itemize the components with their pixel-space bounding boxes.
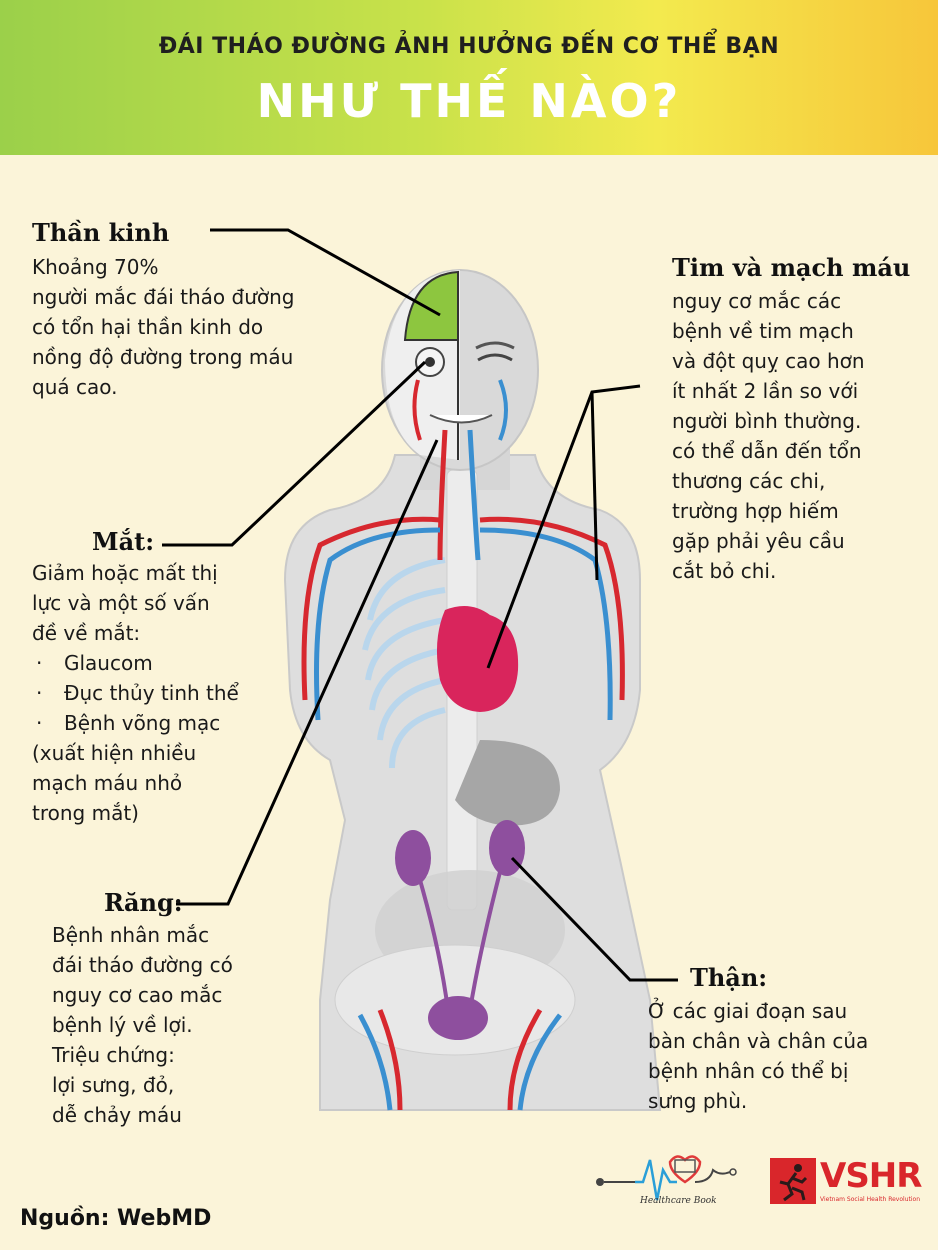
teeth-line: Triệu chứng: xyxy=(52,1043,175,1067)
right-eye xyxy=(477,353,513,362)
heart-line: ít nhất 2 lần so với xyxy=(672,379,859,403)
stomach xyxy=(455,740,560,826)
eyes-line: đề về mắt: xyxy=(32,621,141,645)
teeth-line: bệnh lý về lợi. xyxy=(52,1013,193,1037)
eyes-text: Giảm hoặc mất thị lực và một số vấn đề v… xyxy=(32,558,239,828)
teeth-text: Bệnh nhân mắc đái tháo đường có nguy cơ … xyxy=(52,920,233,1130)
book-icon xyxy=(674,1159,696,1173)
ribcage xyxy=(362,557,446,769)
kidney-line: bàn chân và chân của xyxy=(648,1029,869,1053)
heart-line: bệnh về tim mạch xyxy=(672,319,854,343)
nerves-title: Thần kinh xyxy=(32,218,170,247)
eyes-bullet: ·Bệnh võng mạc xyxy=(36,711,221,735)
runner-icon xyxy=(770,1158,816,1204)
eyes-line: mạch máu nhỏ xyxy=(32,771,183,795)
heart-line: trường hợp hiếm xyxy=(672,499,839,523)
teeth-line: đái tháo đường có xyxy=(52,953,233,977)
nerves-line: người mắc đái tháo đường xyxy=(32,285,295,309)
eyes-line: Giảm hoặc mất thị xyxy=(32,561,218,585)
eyes-title: Mắt: xyxy=(92,527,155,556)
teeth-line: lợi sưng, đỏ, xyxy=(52,1073,175,1097)
heart-line: gặp phải yêu cầu xyxy=(672,529,845,553)
eyes-line: (xuất hiện nhiều xyxy=(32,741,197,765)
healthcare-book-logo xyxy=(596,1155,737,1201)
nerves-line: có tổn hại thần kinh do xyxy=(32,315,264,339)
heart-text: nguy cơ mắc các bệnh về tim mạch và đột … xyxy=(672,286,865,586)
kidney-text: Ở các giai đoạn sau bàn chân và chân của… xyxy=(648,996,868,1116)
source-credit: Nguồn: WebMD xyxy=(20,1206,212,1231)
healthcare-book-text: Healthcare Book xyxy=(640,1196,717,1206)
nerves-line: Khoảng 70% xyxy=(32,255,159,279)
heart-line: và đột quỵ cao hơn xyxy=(672,349,865,373)
eyes-line: lực và một số vấn xyxy=(32,591,210,615)
eyes-bullet: ·Glaucom xyxy=(36,651,153,675)
heart xyxy=(436,606,519,712)
teeth-line: nguy cơ cao mắc xyxy=(52,983,223,1007)
heart-line: nguy cơ mắc các xyxy=(672,289,842,313)
mouth xyxy=(429,414,493,424)
heart-line: có thể dẫn đến tổn xyxy=(672,439,862,463)
heart-icon xyxy=(668,1155,702,1184)
kidney-line: bệnh nhân có thể bị xyxy=(648,1059,849,1083)
nerves-line: nồng độ đường trong máu xyxy=(32,345,294,369)
teeth-line: Bệnh nhân mắc xyxy=(52,923,210,947)
nerves-text: Khoảng 70% người mắc đái tháo đường có t… xyxy=(32,252,295,402)
brain xyxy=(403,270,459,341)
eyes-line: trong mắt) xyxy=(32,801,139,825)
left-kidney xyxy=(395,830,431,886)
nerves-line: quá cao. xyxy=(32,375,118,399)
vshr-logo: VSHR Vietnam Social Health Revolution xyxy=(770,1156,922,1208)
heart-line: thương các chi, xyxy=(672,469,826,493)
heart-title: Tim và mạch máu xyxy=(672,253,911,282)
header-banner: ĐÁI THÁO ĐƯỜNG ẢNH HƯỞNG ĐẾN CƠ THỂ BẠN … xyxy=(0,0,938,155)
header-title: NHƯ THẾ NÀO? xyxy=(256,74,682,128)
heart-line: người bình thường. xyxy=(672,409,862,433)
vshr-subtitle: Vietnam Social Health Revolution xyxy=(820,1196,920,1203)
heart-line: cắt bỏ chi. xyxy=(672,559,777,583)
kidney-title: Thận: xyxy=(690,963,768,992)
teeth-title: Răng: xyxy=(104,888,183,917)
header-subtitle: ĐÁI THÁO ĐƯỜNG ẢNH HƯỞNG ĐẾN CƠ THỂ BẠN xyxy=(158,34,780,59)
bladder xyxy=(428,996,488,1040)
pointer-lines xyxy=(162,228,678,982)
eyes-bullet: ·Đục thủy tinh thể xyxy=(36,681,239,705)
kidney-line: Ở các giai đoạn sau xyxy=(648,999,848,1023)
vshr-text: VSHR xyxy=(820,1156,922,1196)
teeth-line: dễ chảy máu xyxy=(52,1103,182,1127)
kidney-line: sưng phù. xyxy=(648,1089,748,1113)
